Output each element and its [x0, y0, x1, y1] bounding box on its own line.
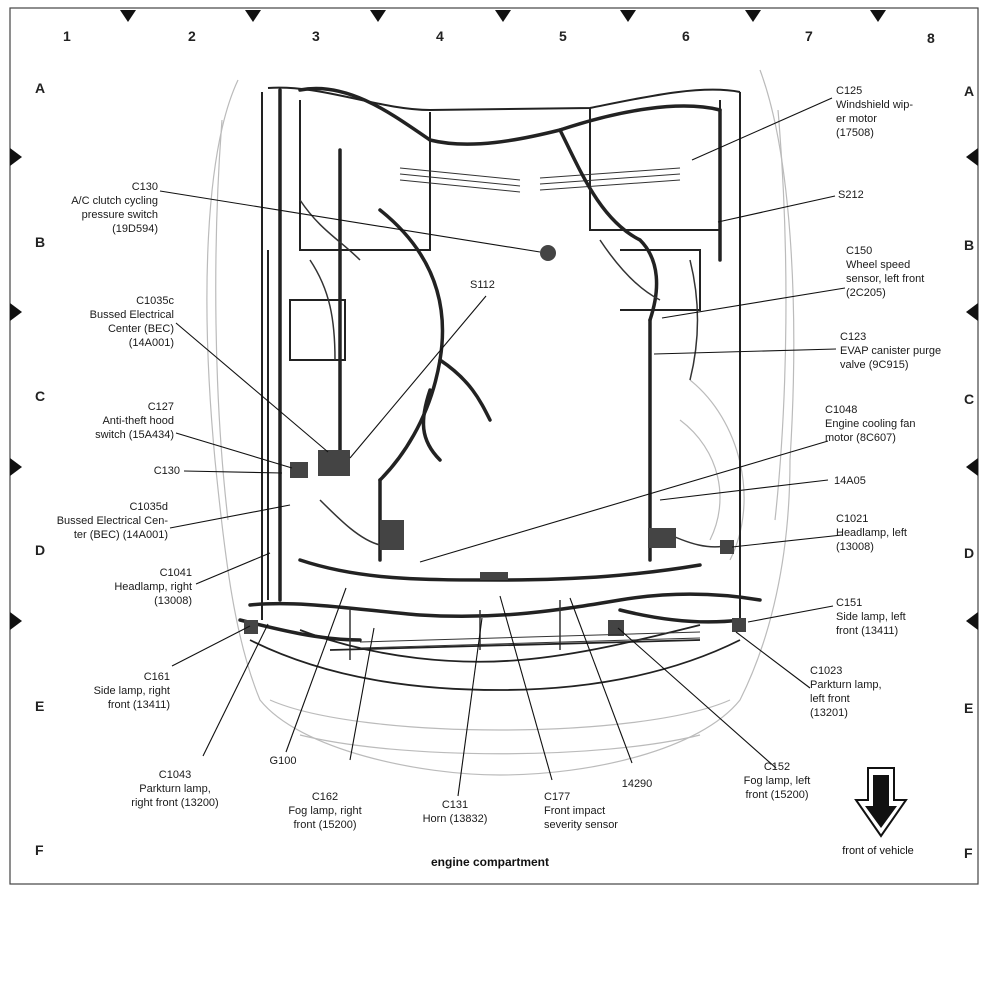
zone-markers-top [120, 10, 886, 22]
grid-column-2: 2 [188, 28, 196, 44]
front-bumper [249, 624, 741, 691]
grid-column-4: 4 [436, 28, 444, 44]
grid-column-3: 3 [312, 28, 320, 44]
zone-markers-right [966, 148, 978, 630]
diagram-border [9, 7, 979, 885]
label-14290: 14290 [621, 778, 653, 790]
grille-hatching [359, 631, 701, 649]
grid-column-6: 6 [682, 28, 690, 44]
grid-row-f-right: F [964, 845, 973, 861]
vehicle-body-outline [206, 69, 795, 776]
grid-row-e-left: E [35, 698, 45, 714]
grid-row-e-right: E [964, 700, 974, 716]
front-of-vehicle-arrow-icon [854, 767, 908, 838]
label-s212: S212 [838, 189, 864, 201]
grid-row-b-left: B [35, 234, 46, 250]
diagram-caption: engine compartment [430, 855, 550, 869]
cowl-vent-hatching [399, 167, 681, 193]
wiring-harness [238, 86, 762, 642]
grid-column-7: 7 [805, 28, 813, 44]
grid-row-c-right: C [964, 391, 975, 407]
grid-column-5: 5 [559, 28, 567, 44]
zone-markers-left [10, 148, 22, 630]
grid-row-b-right: B [964, 237, 975, 253]
grid-column-1: 1 [63, 28, 71, 44]
label-14a05: 14A05 [834, 475, 866, 487]
grid-row-c-left: C [35, 388, 46, 404]
grid-row-f-left: F [35, 842, 44, 858]
wiring-branches [299, 199, 731, 660]
label-s112: S112 [470, 279, 495, 291]
grid-column-8: 8 [927, 30, 935, 46]
label-g100: G100 [269, 755, 297, 767]
grid-row-d-left: D [35, 542, 46, 558]
grid-row-d-right: D [964, 545, 975, 561]
grid-row-a-right: A [964, 83, 975, 99]
leader-lines [159, 97, 846, 797]
grid-row-a-left: A [35, 80, 46, 96]
front-of-vehicle-label: front of vehicle [842, 845, 914, 857]
cowl-and-fenders [261, 86, 741, 620]
label-c130-bec: C130 [153, 465, 180, 477]
components [244, 245, 746, 636]
